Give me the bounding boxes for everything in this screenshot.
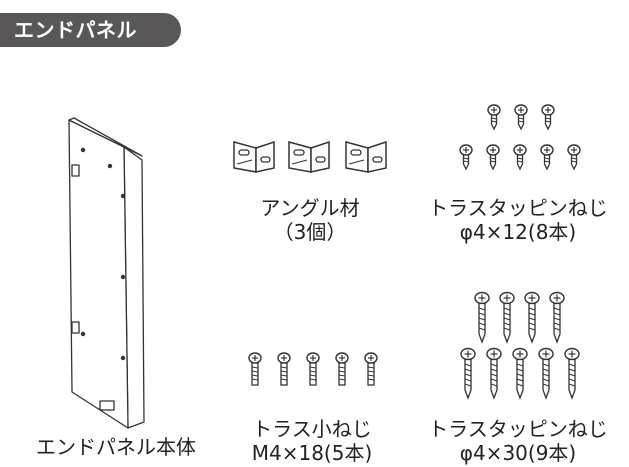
angle-qty: （3個）: [273, 220, 347, 244]
screw-long-spec: φ4×30(9本): [459, 441, 577, 465]
tapping-screw-icon: [459, 104, 581, 170]
section-title-tab: エンドパネル: [0, 13, 181, 47]
machine-screw-name: トラス小ねじ: [252, 417, 372, 441]
machine-screw-spec: M4×18(5本): [251, 441, 373, 465]
tapping-screw-icon: [460, 291, 580, 399]
screw-short-spec: φ4×12(8本): [459, 220, 577, 244]
section-title: エンドパネル: [14, 18, 137, 42]
machine-screw-icon: [248, 352, 378, 386]
angle-bracket-icon: [233, 141, 387, 173]
screw-short-name: トラスタッピンねじ: [428, 196, 608, 220]
end-panel-label: エンドパネル本体: [36, 435, 196, 459]
screw-long-name: トラスタッピンねじ: [428, 417, 608, 441]
angle-name: アングル材: [260, 196, 360, 220]
